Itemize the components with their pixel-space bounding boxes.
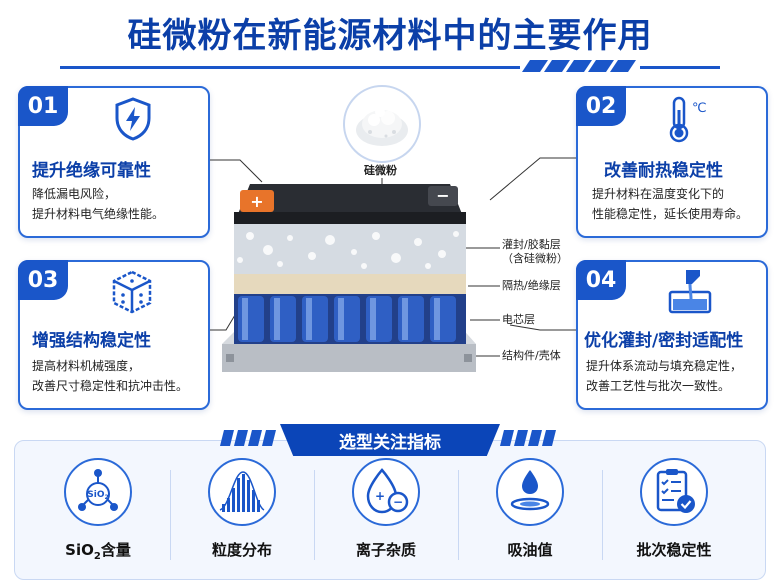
svg-text:℃: ℃ (692, 101, 707, 116)
metric-particle-size: 粒度分布 (172, 450, 312, 570)
cube-icon (112, 270, 152, 314)
svg-text:+: + (375, 489, 385, 503)
silica-powder-image (343, 85, 421, 163)
svg-text:−: − (436, 186, 449, 205)
card-title: 优化灌封/密封适配性 (584, 331, 744, 351)
section-header: 选型关注指标 (280, 424, 500, 456)
pour-icon (668, 270, 712, 314)
card-title: 改善耐热稳定性 (604, 161, 723, 181)
card-title: 提升绝缘可靠性 (32, 161, 151, 181)
card-description: 提高材料机械强度， 改善尺寸稳定性和抗冲击性。 (32, 359, 189, 393)
shield-bolt-icon (115, 97, 151, 141)
card-structural-stability: 03 增强结构稳定性 提高材料机械强度， 改善尺寸稳定性和抗冲击性。 (18, 260, 210, 410)
card-heat-resistance: 02 ℃ 改善耐热稳定性 提升材料在温度变化下的 性能稳定性，延长使用寿命。 (576, 86, 768, 238)
svg-text:+: + (250, 192, 263, 211)
metric-ionic-impurity: + − 离子杂质 (316, 450, 456, 570)
card-number: 02 (576, 86, 626, 126)
svg-text:SiO2: SiO2 (87, 490, 108, 501)
page-title: 硅微粉在新能源材料中的主要作用 (127, 16, 653, 56)
header-stripes-right (500, 430, 556, 446)
molecule-icon: SiO2 (64, 458, 132, 526)
battery-pack-illustration: + − (222, 184, 476, 372)
title-decoration (60, 60, 720, 72)
header-stripes-left (220, 430, 276, 446)
metric-oil-absorption: 吸油值 (460, 450, 600, 570)
metric-divider (314, 470, 315, 560)
metric-divider (170, 470, 171, 560)
layer-label-insulation: 隔热/绝缘层 (502, 279, 561, 292)
card-potting-compatibility: 04 优化灌封/密封适配性 提升体系流动与填充稳定性， 改善工艺性与批次一致性。 (576, 260, 768, 410)
ion-drop-icon: + − (352, 458, 420, 526)
powder-label: 硅微粉 (364, 164, 397, 177)
oil-drop-icon (496, 458, 564, 526)
metric-label: 粒度分布 (211, 541, 272, 559)
card-description: 提升体系流动与填充稳定性， 改善工艺性与批次一致性。 (586, 359, 743, 393)
distribution-icon (208, 458, 276, 526)
checklist-icon (640, 458, 708, 526)
metric-label: 吸油值 (507, 541, 553, 559)
card-description: 提升材料在温度变化下的 性能稳定性，延长使用寿命。 (592, 187, 749, 221)
metric-sio2: SiO2 SiO2含量 (28, 450, 168, 570)
card-insulation: 01 提升绝缘可靠性 降低漏电风险， 提升材料电气绝缘性能。 (18, 86, 210, 238)
card-title: 增强结构稳定性 (32, 331, 151, 351)
metric-batch-stability: 批次稳定性 (604, 450, 744, 570)
card-number: 03 (18, 260, 68, 300)
thermometer-icon: ℃ (669, 96, 707, 143)
card-description: 降低漏电风险， 提升材料电气绝缘性能。 (32, 187, 165, 221)
metric-divider (458, 470, 459, 560)
layer-label-housing: 结构件/壳体 (502, 349, 561, 362)
metric-label: 批次稳定性 (636, 541, 712, 559)
metric-label: SiO2含量 (65, 541, 131, 562)
metric-label: 离子杂质 (355, 541, 416, 559)
metric-divider (602, 470, 603, 560)
svg-text:−: − (393, 495, 403, 509)
cell-row (238, 296, 456, 342)
card-number: 01 (18, 86, 68, 126)
layer-label-potting: 灌封/胶黏层 （含硅微粉） (502, 238, 568, 265)
card-number: 04 (576, 260, 626, 300)
layer-label-cell: 电芯层 (502, 313, 535, 326)
